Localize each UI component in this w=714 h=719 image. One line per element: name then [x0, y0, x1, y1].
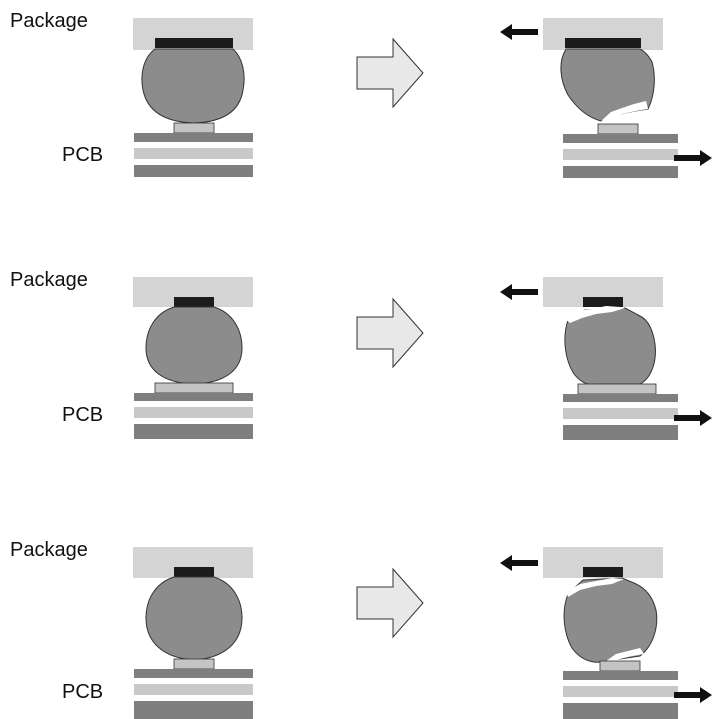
pcb: [563, 134, 678, 178]
shear-arrow-left: [500, 555, 538, 571]
solder-ball: [145, 306, 243, 385]
pcb-label-row-3: PCB: [62, 681, 104, 703]
solder-ball-deformed: [563, 577, 658, 663]
row-2: [133, 277, 712, 440]
before-joint: [133, 547, 253, 719]
shear-arrow-right: [674, 150, 712, 166]
solder-ball-deformed: [564, 307, 656, 386]
before-joint: [133, 277, 253, 439]
shear-arrow-left: [500, 24, 538, 40]
pcb: [134, 393, 253, 439]
after-joint: [500, 18, 712, 178]
after-joint: [500, 277, 712, 440]
package-pad: [155, 38, 233, 48]
transition-arrow: [356, 568, 424, 638]
package-label-row-1: Package: [10, 10, 88, 32]
package-pad: [174, 567, 214, 577]
pcb-pad: [599, 660, 641, 672]
crack: [564, 306, 625, 323]
solder-ball: [145, 576, 243, 661]
package-pad: [583, 297, 623, 307]
pcb-label-row-2: PCB: [62, 404, 104, 426]
shear-arrow-right: [674, 410, 712, 426]
crack-top: [566, 578, 624, 597]
after-joint: [500, 547, 712, 719]
row-3: [133, 547, 712, 719]
shear-arrow-left: [500, 284, 538, 300]
pcb: [134, 133, 253, 177]
pcb-pad: [154, 382, 234, 394]
transition-arrow: [356, 38, 424, 108]
shear-arrow-right: [674, 687, 712, 703]
pcb: [563, 394, 678, 440]
pcb-label-row-1: PCB: [62, 144, 104, 166]
crack-bottom: [606, 648, 644, 664]
before-joint: [133, 18, 253, 177]
pcb-pad: [173, 122, 215, 134]
solder-ball: [141, 48, 245, 124]
package-pad: [583, 567, 623, 577]
crack: [601, 101, 648, 121]
package-label-row-2: Package: [10, 269, 88, 291]
pcb-pad: [173, 658, 215, 670]
package-label-row-3: Package: [10, 539, 88, 561]
package-pad: [174, 297, 214, 307]
transition-arrow: [356, 298, 424, 368]
package-pad: [565, 38, 641, 48]
pcb-pad: [577, 383, 657, 395]
row-1: [133, 18, 712, 178]
pcb: [563, 671, 678, 719]
pcb-pad: [597, 123, 639, 135]
pcb: [134, 669, 253, 719]
